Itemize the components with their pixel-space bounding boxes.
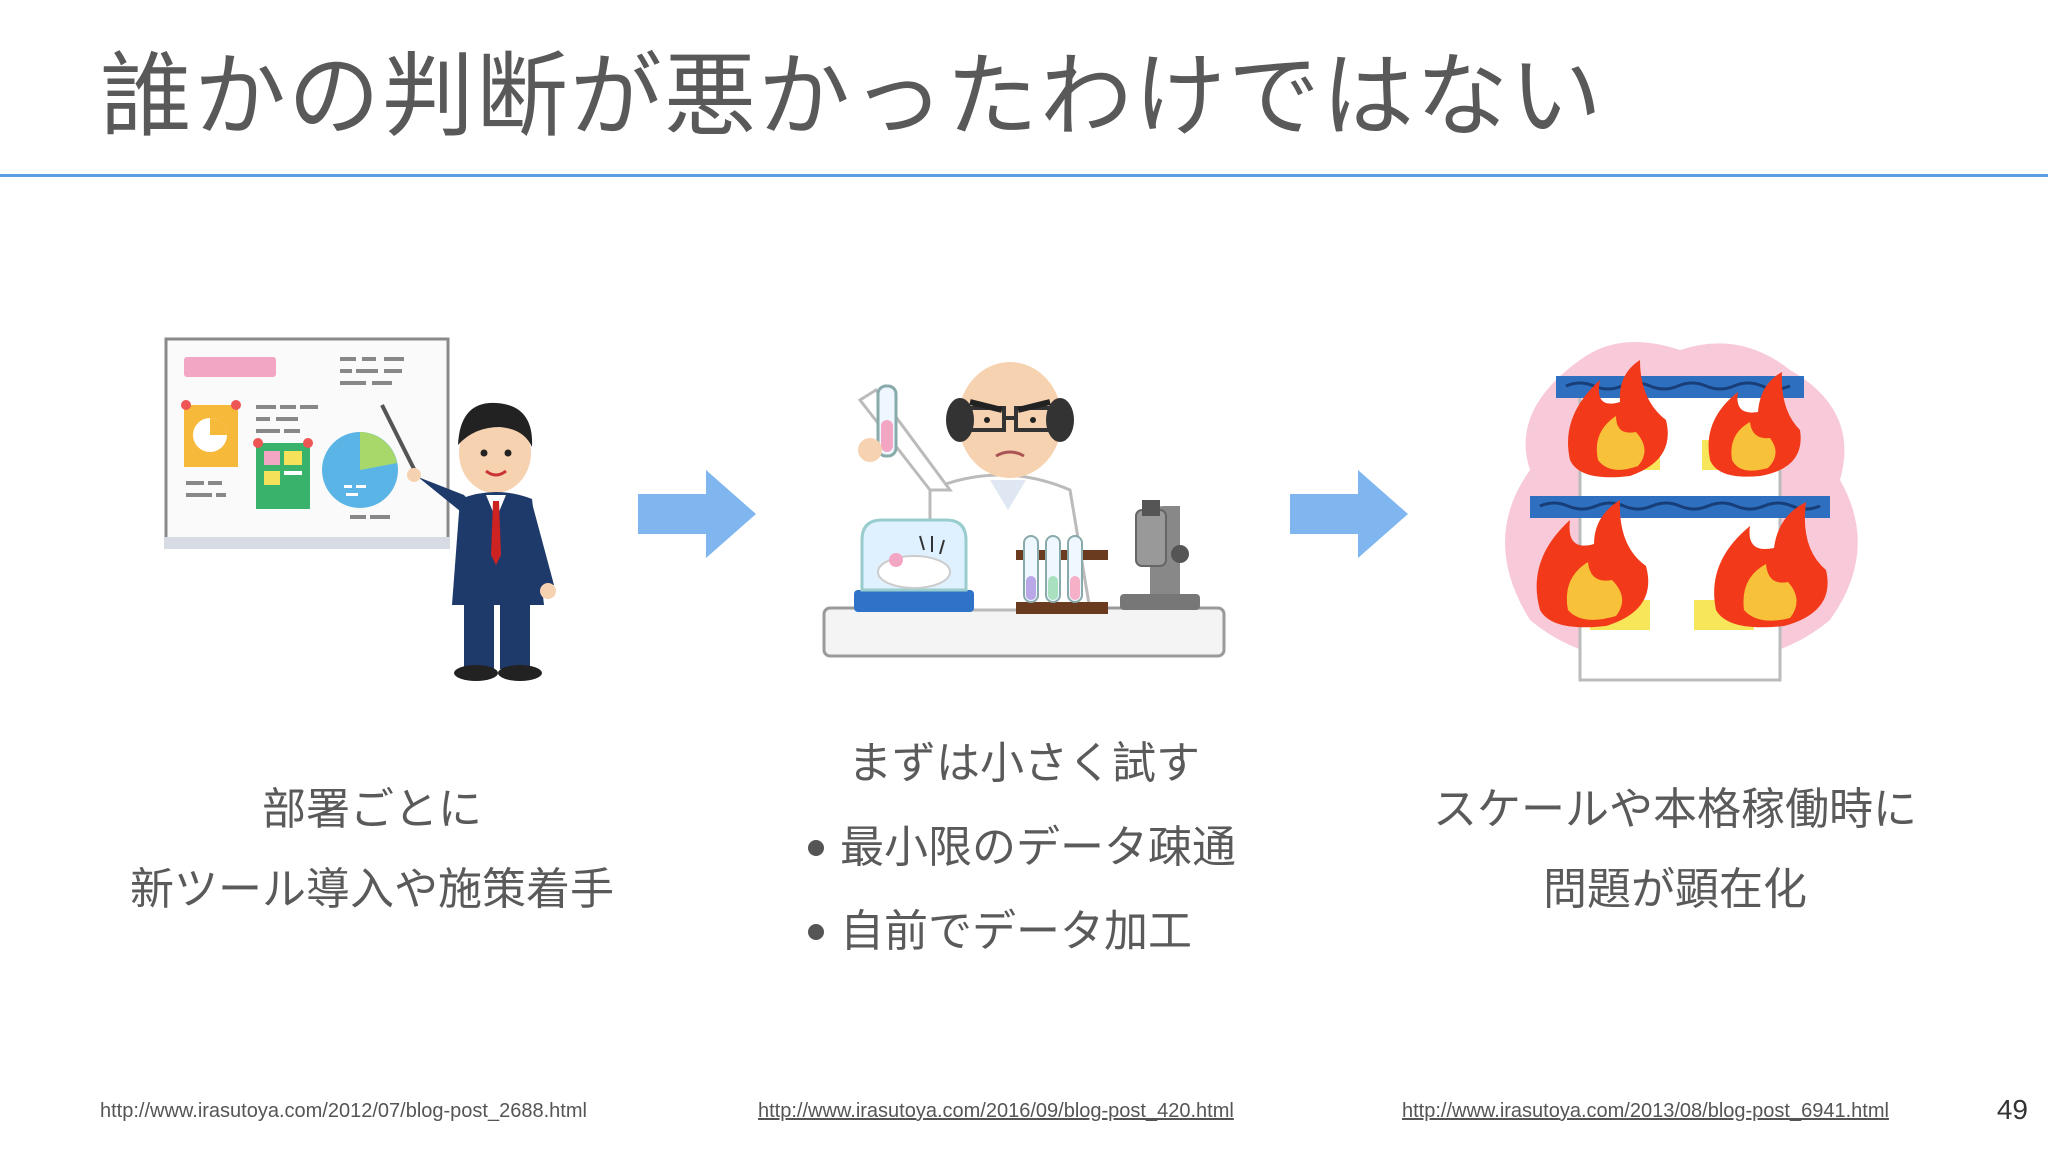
title-divider	[0, 174, 2048, 177]
step1-caption-line2: 新ツール導入や施策着手	[130, 864, 614, 915]
bullet-icon	[808, 924, 824, 940]
step3-caption: スケールや本格稼働時に 問題が顕在化	[1400, 770, 1950, 930]
right-arrow-icon	[1290, 470, 1408, 558]
businessman-presentation-icon	[164, 337, 556, 681]
step2-bullet-item: 自前でデータ加工	[808, 890, 1236, 974]
step1-caption-line1: 部署ごとに	[262, 784, 482, 835]
step2-bullet-item: 最小限のデータ疎通	[808, 806, 1236, 890]
step2-caption: まずは小さく試す 最小限のデータ疎通 自前でデータ加工	[808, 722, 1236, 974]
source-link-1[interactable]: http://www.irasutoya.com/2012/07/blog-po…	[100, 1100, 587, 1122]
step2-bullet-text: 自前でデータ加工	[840, 906, 1192, 957]
source-link-2[interactable]: http://www.irasutoya.com/2016/09/blog-po…	[758, 1100, 1234, 1122]
burning-building-icon	[1505, 342, 1858, 682]
step3-caption-line1: スケールや本格稼働時に	[1433, 784, 1917, 835]
source-link-3[interactable]: http://www.irasutoya.com/2013/08/blog-po…	[1402, 1100, 1889, 1122]
step3-caption-line2: 問題が顕在化	[1543, 864, 1807, 915]
step1-caption: 部署ごとに 新ツール導入や施策着手	[112, 770, 632, 930]
right-arrow-icon	[638, 470, 756, 558]
scientist-experiment-icon	[822, 362, 1226, 658]
step2-caption-heading: まずは小さく試す	[848, 738, 1200, 789]
step2-bullet-text: 最小限のデータ疎通	[840, 822, 1236, 873]
bullet-icon	[808, 840, 824, 856]
slide-title: 誰かの判断が悪かったわけではない	[100, 43, 1605, 150]
page-number: 49	[1996, 1094, 2028, 1125]
